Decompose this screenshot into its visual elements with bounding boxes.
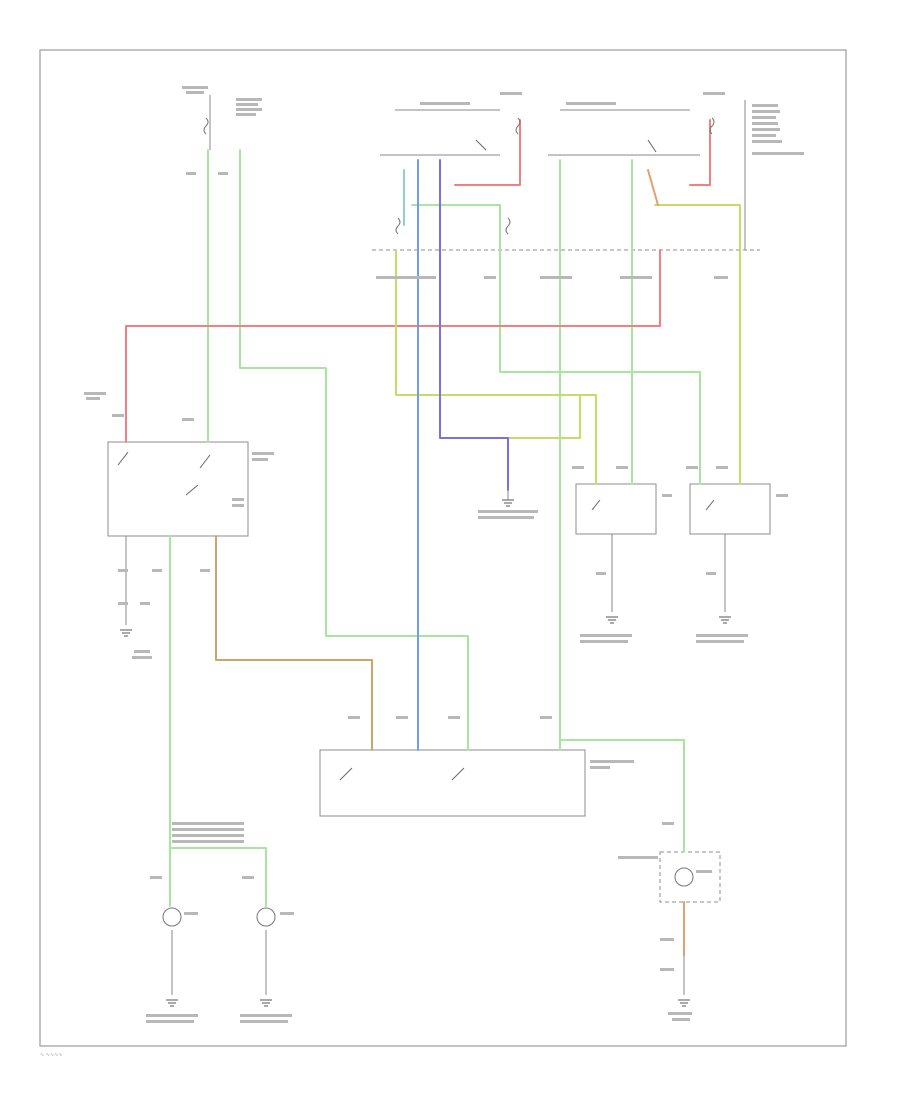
wire-green-right-fog — [169, 847, 267, 907]
wire-green-lamp-feed — [559, 739, 685, 853]
headlight-switch — [107, 441, 249, 537]
diagram-frame — [39, 49, 847, 1047]
wire-orange-relay — [647, 169, 659, 206]
wire-violet — [439, 159, 509, 491]
tan-orange-wires — [215, 169, 685, 956]
right-fog-relay — [689, 483, 771, 535]
indicator-lamp-housing — [659, 851, 721, 903]
wire-tan — [215, 535, 373, 751]
left-fog-relay — [575, 483, 657, 535]
yellow-green-wires — [395, 204, 741, 485]
fuse-relay-box — [372, 100, 760, 251]
wire-green-relay — [499, 204, 701, 485]
red-wires — [125, 119, 711, 443]
wire-yg-right — [654, 204, 741, 485]
wire-green-branch — [239, 149, 469, 751]
lamp-icon — [162, 867, 694, 927]
wire-yg-left — [395, 249, 597, 485]
switch-contact-icon — [117, 139, 715, 781]
wire-yg-mid — [507, 394, 581, 439]
wire-red-relay2 — [689, 119, 711, 186]
wire-red-battery — [125, 249, 661, 443]
blue-violet-wires — [403, 159, 509, 751]
green-wires — [169, 149, 701, 907]
label-marks — [84, 86, 804, 1023]
ground-icon — [120, 499, 731, 1007]
wire-red-relay1 — [454, 119, 521, 186]
fuse-icon — [203, 117, 715, 235]
multifunction-switch — [319, 749, 586, 817]
gray-lead-wires — [125, 95, 726, 995]
corner-code: ∿ ∿∿∿∿ — [40, 1052, 63, 1058]
